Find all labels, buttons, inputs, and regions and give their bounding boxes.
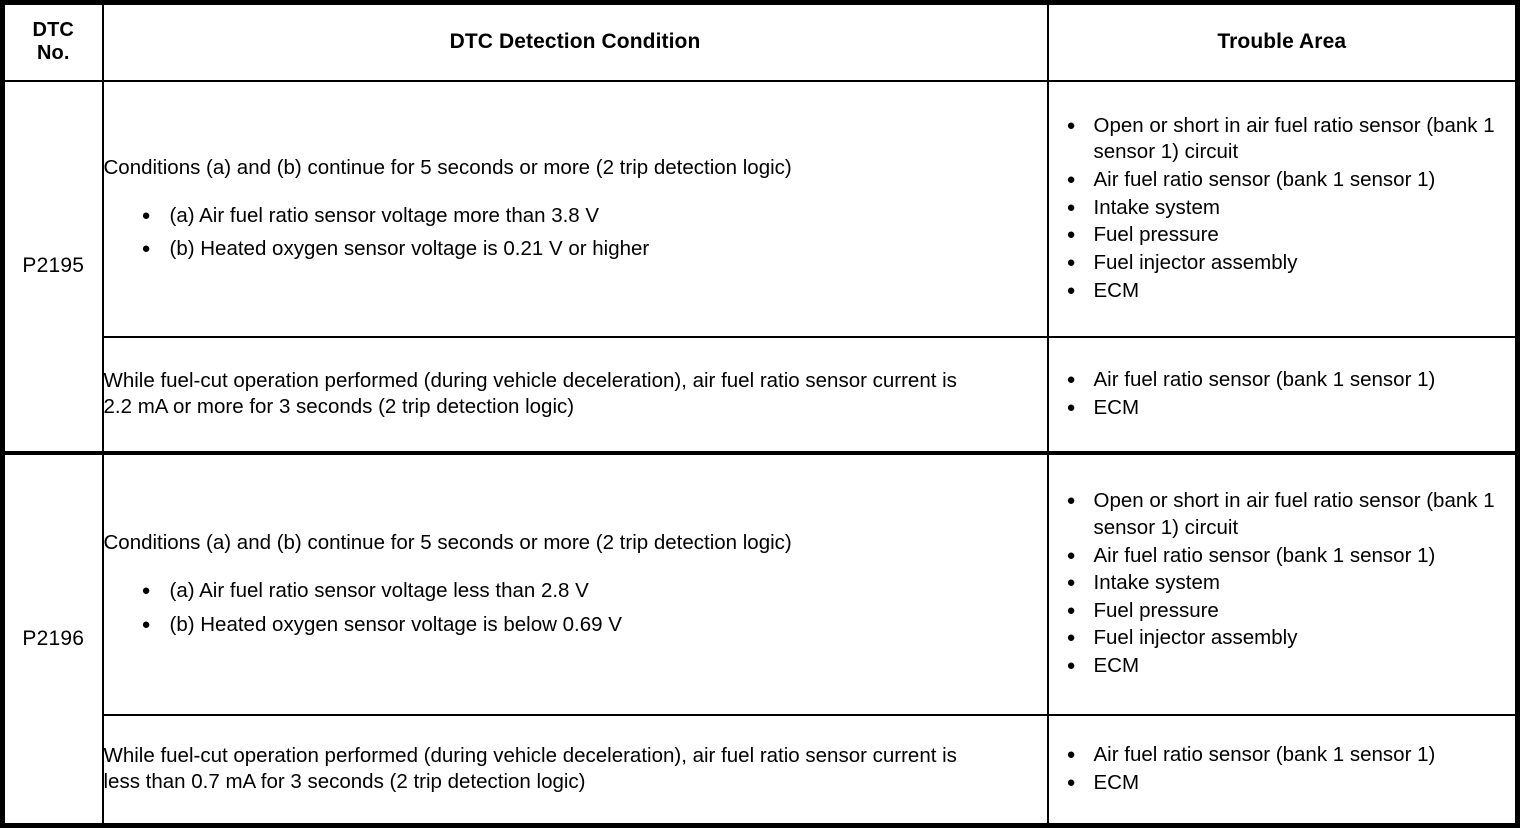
- detection-condition-cell: Conditions (a) and (b) continue for 5 se…: [101, 450, 1049, 716]
- list-item: ● (b) Heated oxygen sensor voltage is 0.…: [142, 236, 1047, 262]
- condition-lead-text: While fuel-cut operation performed (duri…: [103, 368, 957, 418]
- list-item: ● (b) Heated oxygen sensor voltage is be…: [142, 612, 1047, 638]
- column-header-dtc-no: DTC No.: [1, 1, 104, 82]
- bullet-icon: ●: [1066, 657, 1076, 675]
- list-item-label: Fuel injector assembly: [1093, 626, 1298, 650]
- list-item-label: Air fuel ratio sensor (bank 1 sensor 1): [1093, 743, 1436, 767]
- bullet-icon: ●: [1066, 253, 1076, 271]
- dtc-number-p2196: P2196: [1, 450, 104, 827]
- list-item: ● Air fuel ratio sensor (bank 1 sensor 1…: [1067, 167, 1516, 194]
- bullet-icon: ●: [141, 240, 151, 258]
- list-item-label: Open or short in air fuel ratio sensor (…: [1093, 489, 1495, 539]
- bullet-icon: ●: [1066, 171, 1076, 189]
- table-row: While fuel-cut operation performed (duri…: [3, 335, 1519, 455]
- trouble-area-cell: ● Air fuel ratio sensor (bank 1 sensor 1…: [1046, 713, 1519, 827]
- list-item: ● Air fuel ratio sensor (bank 1 sensor 1…: [1067, 367, 1516, 394]
- list-item-label: Air fuel ratio sensor (bank 1 sensor 1): [1093, 168, 1436, 192]
- list-item: ● Air fuel ratio sensor (bank 1 sensor 1…: [1067, 543, 1516, 570]
- list-item-label: ECM: [1093, 278, 1140, 302]
- condition-lead-text: Conditions (a) and (b) continue for 5 se…: [103, 155, 792, 179]
- list-item-label: (b) Heated oxygen sensor voltage is 0.21…: [169, 237, 650, 261]
- bullet-icon: ●: [1066, 574, 1076, 592]
- list-item-label: Fuel pressure: [1093, 223, 1219, 247]
- list-item: ● Open or short in air fuel ratio sensor…: [1067, 488, 1516, 541]
- trouble-area-list: ● Open or short in air fuel ratio sensor…: [1049, 113, 1516, 304]
- bullet-icon: ●: [1066, 629, 1076, 647]
- list-item-label: ECM: [1093, 395, 1140, 419]
- table-row: While fuel-cut operation performed (duri…: [3, 713, 1519, 827]
- list-item-label: Open or short in air fuel ratio sensor (…: [1093, 113, 1495, 164]
- list-item-label: Intake system: [1093, 195, 1220, 219]
- bullet-icon: ●: [1066, 601, 1076, 619]
- list-item: ● ECM: [1067, 653, 1516, 680]
- trouble-area-list: ● Air fuel ratio sensor (bank 1 sensor 1…: [1049, 742, 1516, 796]
- list-item: ● Fuel pressure: [1067, 222, 1516, 249]
- dtc-number-p2195: P2195: [1, 79, 104, 454]
- list-item-label: (b) Heated oxygen sensor voltage is belo…: [169, 612, 622, 636]
- bullet-icon: ●: [1066, 226, 1076, 244]
- trouble-area-cell: ● Open or short in air fuel ratio sensor…: [1046, 79, 1519, 338]
- bullet-icon: ●: [1066, 398, 1076, 416]
- list-item-label: Air fuel ratio sensor (bank 1 sensor 1): [1093, 543, 1436, 567]
- list-item-label: Fuel pressure: [1093, 598, 1219, 622]
- column-header-detection-condition: DTC Detection Condition: [101, 1, 1049, 82]
- column-header-trouble-area: Trouble Area: [1046, 1, 1519, 82]
- list-item: ● Open or short in air fuel ratio sensor…: [1067, 113, 1516, 166]
- list-item-label: ECM: [1093, 770, 1140, 794]
- list-item: ● Fuel pressure: [1067, 598, 1516, 625]
- list-item-label: ECM: [1093, 654, 1140, 678]
- condition-bullet-list: ● (a) Air fuel ratio sensor voltage less…: [104, 578, 1047, 637]
- list-item: ● Intake system: [1067, 195, 1516, 222]
- table-row: P2196 Conditions (a) and (b) continue fo…: [1, 450, 1519, 827]
- bullet-icon: ●: [1066, 746, 1076, 764]
- bullet-icon: ●: [141, 582, 151, 600]
- list-item-label: (a) Air fuel ratio sensor voltage less t…: [169, 579, 589, 603]
- detection-condition-cell: While fuel-cut operation performed (duri…: [101, 713, 1049, 827]
- list-item: ● (a) Air fuel ratio sensor voltage less…: [142, 578, 1047, 604]
- bullet-icon: ●: [1066, 492, 1076, 510]
- list-item-label: Fuel injector assembly: [1093, 250, 1298, 274]
- bullet-icon: ●: [1066, 546, 1076, 564]
- table-row: P2195 Conditions (a) and (b) continue fo…: [1, 79, 1519, 454]
- bullet-icon: ●: [1066, 773, 1076, 791]
- list-item: ● ECM: [1067, 770, 1516, 797]
- bullet-icon: ●: [141, 615, 151, 633]
- list-item: ● Fuel injector assembly: [1067, 625, 1516, 652]
- trouble-area-cell: ● Open or short in air fuel ratio sensor…: [1046, 450, 1519, 716]
- bullet-icon: ●: [1066, 370, 1076, 388]
- bullet-icon: ●: [141, 206, 151, 224]
- bullet-icon: ●: [1066, 281, 1076, 299]
- list-item: ● (a) Air fuel ratio sensor voltage more…: [142, 203, 1047, 229]
- detection-condition-cell: While fuel-cut operation performed (duri…: [101, 335, 1049, 455]
- list-item: ● Intake system: [1067, 570, 1516, 597]
- trouble-area-cell: ● Air fuel ratio sensor (bank 1 sensor 1…: [1046, 335, 1519, 455]
- table-header: DTC No. DTC Detection Condition Trouble …: [1, 1, 1519, 82]
- list-item-label: (a) Air fuel ratio sensor voltage more t…: [169, 203, 600, 227]
- header-row: DTC No. DTC Detection Condition Trouble …: [1, 1, 1519, 82]
- condition-lead-text: While fuel-cut operation performed (duri…: [103, 744, 957, 794]
- table-body: P2195 Conditions (a) and (b) continue fo…: [1, 79, 1519, 827]
- list-item: ● ECM: [1067, 278, 1516, 305]
- detection-condition-cell: Conditions (a) and (b) continue for 5 se…: [101, 79, 1049, 338]
- trouble-area-list: ● Open or short in air fuel ratio sensor…: [1049, 488, 1516, 679]
- column-header-dtc-no-line2: No.: [36, 42, 70, 65]
- list-item: ● Air fuel ratio sensor (bank 1 sensor 1…: [1067, 742, 1516, 769]
- list-item-label: Air fuel ratio sensor (bank 1 sensor 1): [1093, 367, 1436, 391]
- list-item: ● Fuel injector assembly: [1067, 250, 1516, 277]
- bullet-icon: ●: [1066, 198, 1076, 216]
- condition-bullet-list: ● (a) Air fuel ratio sensor voltage more…: [104, 203, 1047, 262]
- list-item-label: Intake system: [1093, 571, 1220, 595]
- trouble-area-list: ● Air fuel ratio sensor (bank 1 sensor 1…: [1049, 367, 1516, 421]
- column-header-dtc-no-line1: DTC: [32, 18, 74, 41]
- condition-lead-text: Conditions (a) and (b) continue for 5 se…: [103, 531, 792, 555]
- list-item: ● ECM: [1067, 395, 1516, 422]
- bullet-icon: ●: [1066, 116, 1076, 134]
